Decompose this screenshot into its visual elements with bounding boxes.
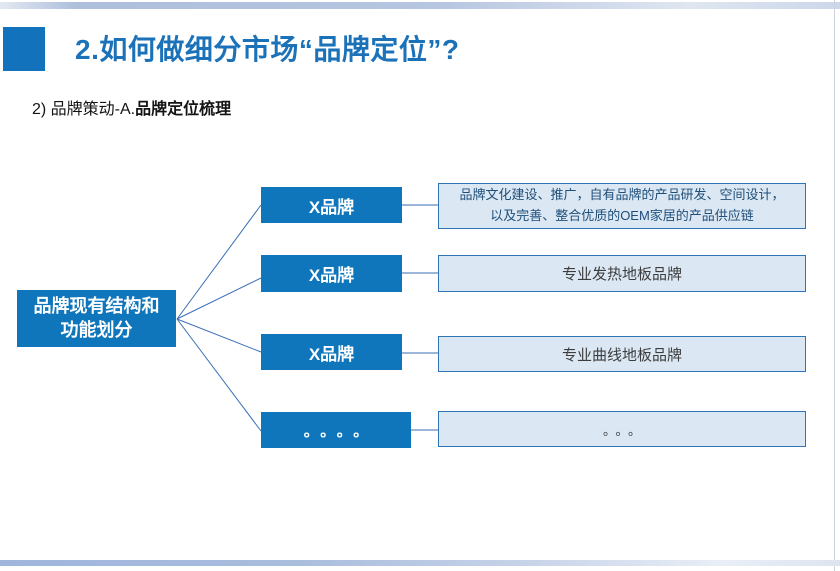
subtitle-bold-part: 品牌定位梳理 [135, 101, 232, 118]
root-node-label-line1: 品牌现有结构和 [33, 296, 160, 317]
page-title: 2.如何做细分市场“品牌定位”? [75, 34, 460, 65]
branch-desc-3-line1: 专业曲线地板品牌 [561, 346, 682, 364]
top-gradient-bar [0, 2, 840, 9]
branch-node-2: X品牌 [261, 255, 402, 292]
branch-desc-4: 。。。 [438, 411, 806, 447]
branch-desc-1: 品牌文化建设、推广，自有品牌的产品研发、空间设计， 以及完善、整合优质的OEM家… [438, 183, 806, 229]
branch-desc-3: 专业曲线地板品牌 [438, 336, 806, 372]
branch-desc-1-line1: 品牌文化建设、推广，自有品牌的产品研发、空间设计， [459, 187, 785, 203]
branch-desc-2-line1: 专业发热地板品牌 [561, 266, 682, 283]
bottom-gradient-bar [0, 560, 840, 566]
slide-right-edge-line [834, 0, 835, 571]
branch-node-4: 。。。。 [261, 412, 411, 448]
root-node-label-line2: 功能划分 [60, 319, 133, 340]
root-node: 品牌现有结构和 功能划分 [17, 290, 176, 347]
slide-subtitle: 2) 品牌策动-A.品牌定位梳理 [32, 95, 792, 119]
branch-node-1: X品牌 [261, 187, 402, 223]
branch-desc-4-line1: 。。。 [602, 422, 647, 438]
branch-node-3: X品牌 [261, 334, 402, 370]
branch-desc-2: 专业发热地板品牌 [438, 255, 806, 292]
title-accent-square [3, 27, 45, 71]
subtitle-prefix: 2) 品牌策动-A. [32, 101, 136, 118]
branch-desc-1-line2: 以及完善、整合优质的OEM家居的产品供应链 [490, 208, 754, 223]
